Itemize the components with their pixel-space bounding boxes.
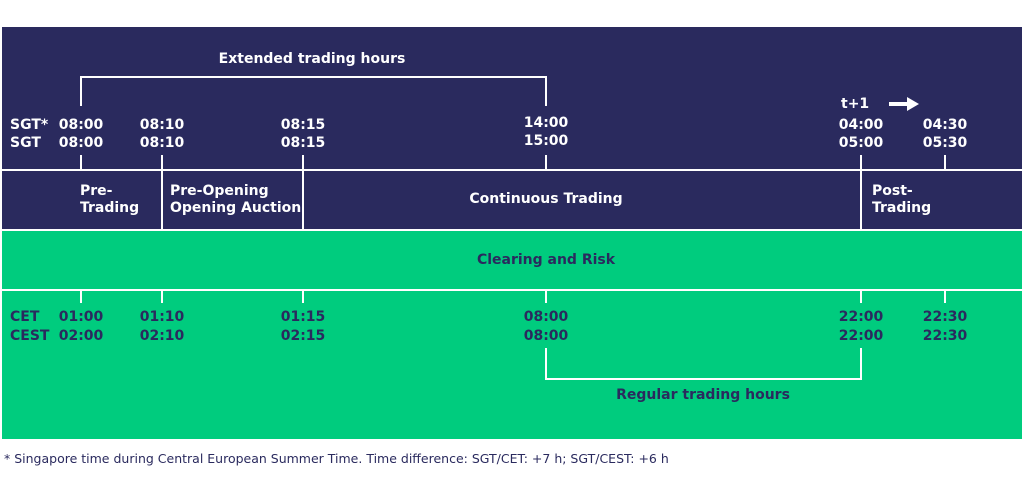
phase-pre-opening-line1: Pre-Opening <box>170 183 269 199</box>
bottom-tick-2 <box>161 289 163 303</box>
sgt-time-0815: 08:15 <box>280 117 326 133</box>
clearing-and-risk-label: Clearing and Risk <box>476 252 616 268</box>
extended-hours-bracket-left <box>80 76 82 106</box>
top-tick-6 <box>944 155 946 169</box>
tz-cest: CEST <box>10 328 50 344</box>
tz-sgt: SGT <box>10 135 41 151</box>
sgt-time-0800-b: 08:00 <box>58 135 104 151</box>
sgt-time-0400: 04:00 <box>838 117 884 133</box>
tz-cet: CET <box>10 309 40 325</box>
cet-time-2200: 22:00 <box>838 309 884 325</box>
top-tick-5 <box>860 155 862 169</box>
sgt-time-0530: 05:30 <box>922 135 968 151</box>
trading-phases-band <box>2 27 1022 230</box>
sgt-time-0810: 08:10 <box>139 117 185 133</box>
top-tick-4 <box>545 155 547 169</box>
top-tick-2 <box>161 155 163 169</box>
phase-continuous-trading: Continuous Trading <box>469 191 623 207</box>
regular-hours-bracket-bottom <box>545 378 862 380</box>
phase-divider-3 <box>860 169 862 230</box>
phase-row-top-border <box>2 169 1022 171</box>
phase-pre-opening-line2: Opening Auction <box>170 200 302 216</box>
cest-time-0200: 02:00 <box>58 328 104 344</box>
bottom-tick-5 <box>860 289 862 303</box>
top-tick-3 <box>302 155 304 169</box>
sgt-time-1500: 15:00 <box>523 133 569 149</box>
sgt-time-0810-b: 08:10 <box>139 135 185 151</box>
next-day-label: t+1 <box>841 96 870 112</box>
cest-time-2230: 22:30 <box>922 328 968 344</box>
extended-hours-label: Extended trading hours <box>218 51 406 67</box>
regular-hours-label: Regular trading hours <box>616 387 790 403</box>
cet-time-0115: 01:15 <box>280 309 326 325</box>
sgt-time-0500: 05:00 <box>838 135 884 151</box>
cet-time-0110: 01:10 <box>139 309 185 325</box>
sgt-time-0800: 08:00 <box>58 117 104 133</box>
phase-divider-1 <box>161 169 163 230</box>
clearing-band <box>2 230 1022 439</box>
phase-pre-trading-line2: Trading <box>80 200 140 216</box>
cet-time-2230: 22:30 <box>922 309 968 325</box>
clearing-row-bottom-border <box>2 289 1022 291</box>
bottom-tick-3 <box>302 289 304 303</box>
cest-time-0210: 02:10 <box>139 328 185 344</box>
phase-divider-2 <box>302 169 304 230</box>
tz-sgt-star: SGT* <box>10 117 49 133</box>
right-arrow-icon <box>889 97 919 111</box>
extended-hours-bracket-top <box>80 76 547 78</box>
sgt-time-0815-b: 08:15 <box>280 135 326 151</box>
top-tick-1 <box>80 155 82 169</box>
phase-pre-trading-line1: Pre- <box>80 183 113 199</box>
phase-post-trading-line2: Trading <box>872 200 932 216</box>
cest-time-2200: 22:00 <box>838 328 884 344</box>
regular-hours-bracket-left <box>545 348 547 380</box>
bottom-tick-6 <box>944 289 946 303</box>
cest-time-0215: 02:15 <box>280 328 326 344</box>
regular-hours-bracket-right <box>860 348 862 380</box>
bottom-tick-4 <box>545 289 547 303</box>
bottom-tick-1 <box>80 289 82 303</box>
sgt-time-0430: 04:30 <box>922 117 968 133</box>
sgt-time-1400: 14:00 <box>523 115 569 131</box>
extended-hours-bracket-right <box>545 76 547 106</box>
cet-time-0800: 08:00 <box>523 309 569 325</box>
phase-row-bottom-border <box>2 229 1022 231</box>
cest-time-0800: 08:00 <box>523 328 569 344</box>
phase-post-trading-line1: Post- <box>872 183 913 199</box>
cet-time-0100: 01:00 <box>58 309 104 325</box>
footnote: * Singapore time during Central European… <box>4 451 669 466</box>
